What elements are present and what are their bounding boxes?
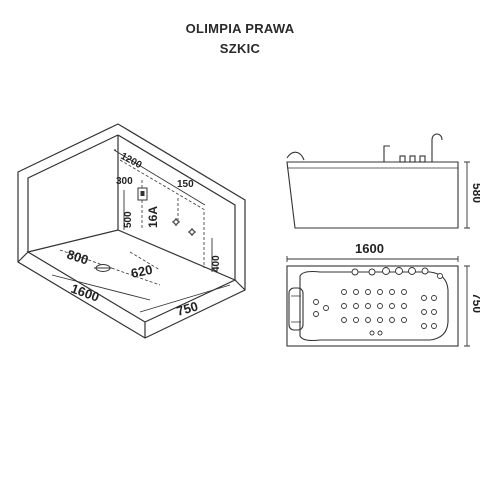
diagram-title: OLIMPIA PRAWA [185, 21, 295, 36]
bathtub-top-view [286, 265, 459, 347]
dim-580: 580 [470, 183, 480, 203]
dim-750-top: 750 [470, 293, 480, 313]
floor-drain [94, 264, 112, 272]
back-wall-inner [117, 134, 236, 280]
wall-thickness-front [17, 251, 246, 338]
dim-150: 150 [177, 179, 194, 190]
top-view-outline [286, 265, 459, 347]
top-view-dimension-width [464, 265, 470, 347]
socket-box [137, 187, 148, 201]
side-view-outline [286, 161, 459, 229]
side-view-dimension [464, 161, 470, 229]
top-view-jets [313, 267, 443, 336]
room-sketch [17, 123, 246, 339]
room-dimension-lines [51, 149, 231, 313]
side-view-headrest [286, 151, 305, 161]
dim-1200: 1200 [119, 151, 144, 171]
diagram-subtitle: SZKIC [219, 41, 261, 56]
dim-400: 400 [211, 255, 222, 272]
dim-1600-top: 1600 [355, 241, 384, 256]
top-view-inner-basin [299, 270, 449, 342]
dim-300: 300 [116, 176, 133, 187]
dim-500: 500 [123, 211, 134, 228]
dim-800: 800 [65, 247, 90, 268]
water-valves [172, 218, 196, 236]
bathtub-side-view [286, 133, 459, 229]
top-view-headrest [288, 287, 304, 331]
top-view-dimension-length [286, 256, 459, 262]
dim-1600-room: 1600 [69, 281, 101, 305]
dim-750-room: 750 [175, 298, 200, 318]
socket-16a-label: 16A [146, 206, 160, 228]
left-wall-inner [27, 134, 119, 252]
dim-620: 620 [130, 262, 154, 281]
side-view-faucet [431, 133, 443, 162]
